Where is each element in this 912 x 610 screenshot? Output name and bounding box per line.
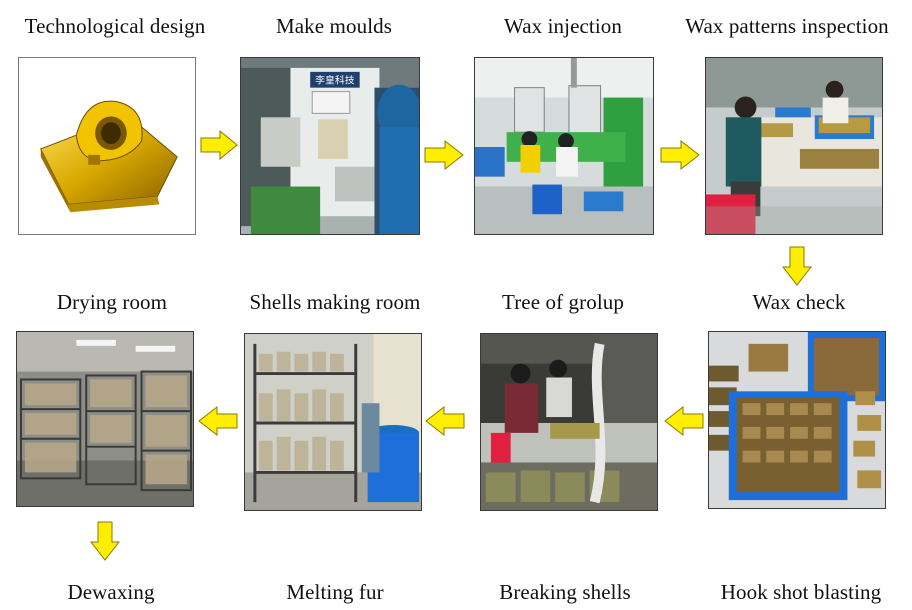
label-hook-shot-blasting: Hook shot blasting: [720, 580, 882, 604]
label-dewaxing: Dewaxing: [67, 580, 155, 604]
arrow-right-icon: [660, 140, 700, 170]
arrow-left-icon: [425, 406, 465, 436]
label-tree-of-grolup: Tree of grolup: [502, 290, 624, 314]
photo-shells-making-room: [244, 333, 422, 511]
label-breaking-shells: Breaking shells: [499, 580, 631, 604]
arrow-left-icon: [664, 406, 704, 436]
label-technological-design: Technological design: [24, 14, 206, 38]
mould-sign-text: 李皇科技: [315, 74, 355, 87]
label-wax-patterns-inspection: Wax patterns inspection: [685, 14, 889, 38]
label-wax-check: Wax check: [752, 290, 846, 314]
arrow-right-icon: [200, 130, 238, 160]
photo-wax-patterns-inspection: [705, 57, 883, 235]
label-shells-making-room: Shells making room: [249, 290, 421, 314]
label-make-moulds: Make moulds: [275, 14, 393, 38]
photo-wax-injection: [474, 57, 654, 235]
photo-tree-of-grolup: [480, 333, 658, 511]
label-drying-room: Drying room: [56, 290, 168, 314]
arrow-left-icon: [198, 406, 238, 436]
photo-drying-room: [16, 331, 194, 507]
arrow-right-icon: [424, 140, 464, 170]
photo-hook-shot-blasting: [708, 331, 886, 509]
photo-technological-design: [18, 57, 196, 235]
arrow-down-icon: [90, 521, 120, 561]
label-wax-injection: Wax injection: [504, 14, 622, 38]
label-melting-fur: Melting fur: [286, 580, 384, 604]
arrow-down-icon: [782, 246, 812, 286]
photo-make-moulds: 李皇科技: [240, 57, 420, 235]
